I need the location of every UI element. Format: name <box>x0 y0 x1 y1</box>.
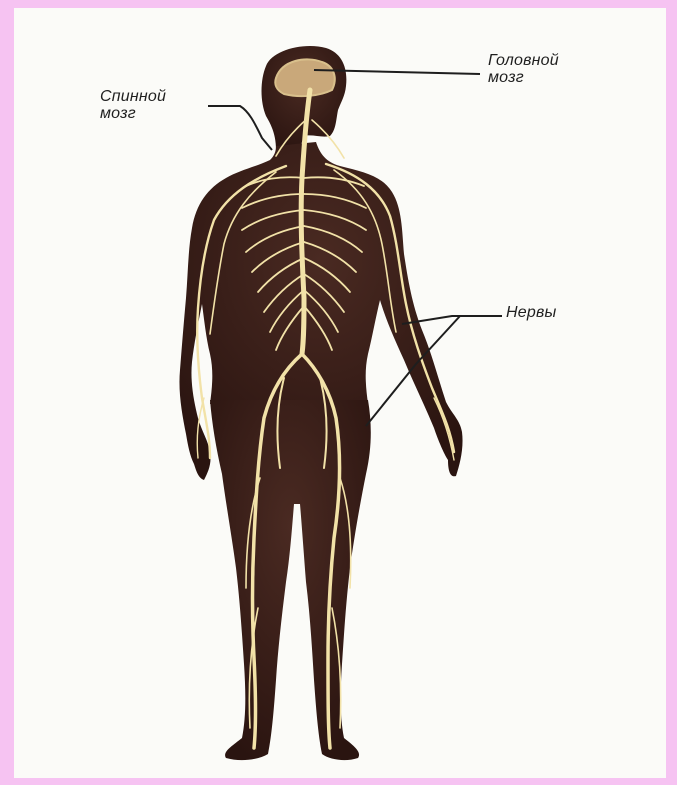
label-spinal-cord-line1: Спинной <box>100 88 166 105</box>
label-spinal-cord-line2: мозг <box>100 105 166 122</box>
leader-line-spinal-cord <box>208 106 272 150</box>
label-brain-line1: Головной <box>488 52 559 69</box>
diagram-frame: Спинной мозг Головной мозг Нервы <box>14 8 666 778</box>
label-nerves-text: Нервы <box>506 304 556 321</box>
label-brain: Головной мозг <box>488 52 559 86</box>
label-nerves: Нервы <box>506 304 556 321</box>
human-body <box>179 46 462 760</box>
label-spinal-cord: Спинной мозг <box>100 88 166 122</box>
nervous-system-illustration <box>14 8 666 778</box>
label-brain-line2: мозг <box>488 69 559 86</box>
legs <box>210 400 371 760</box>
